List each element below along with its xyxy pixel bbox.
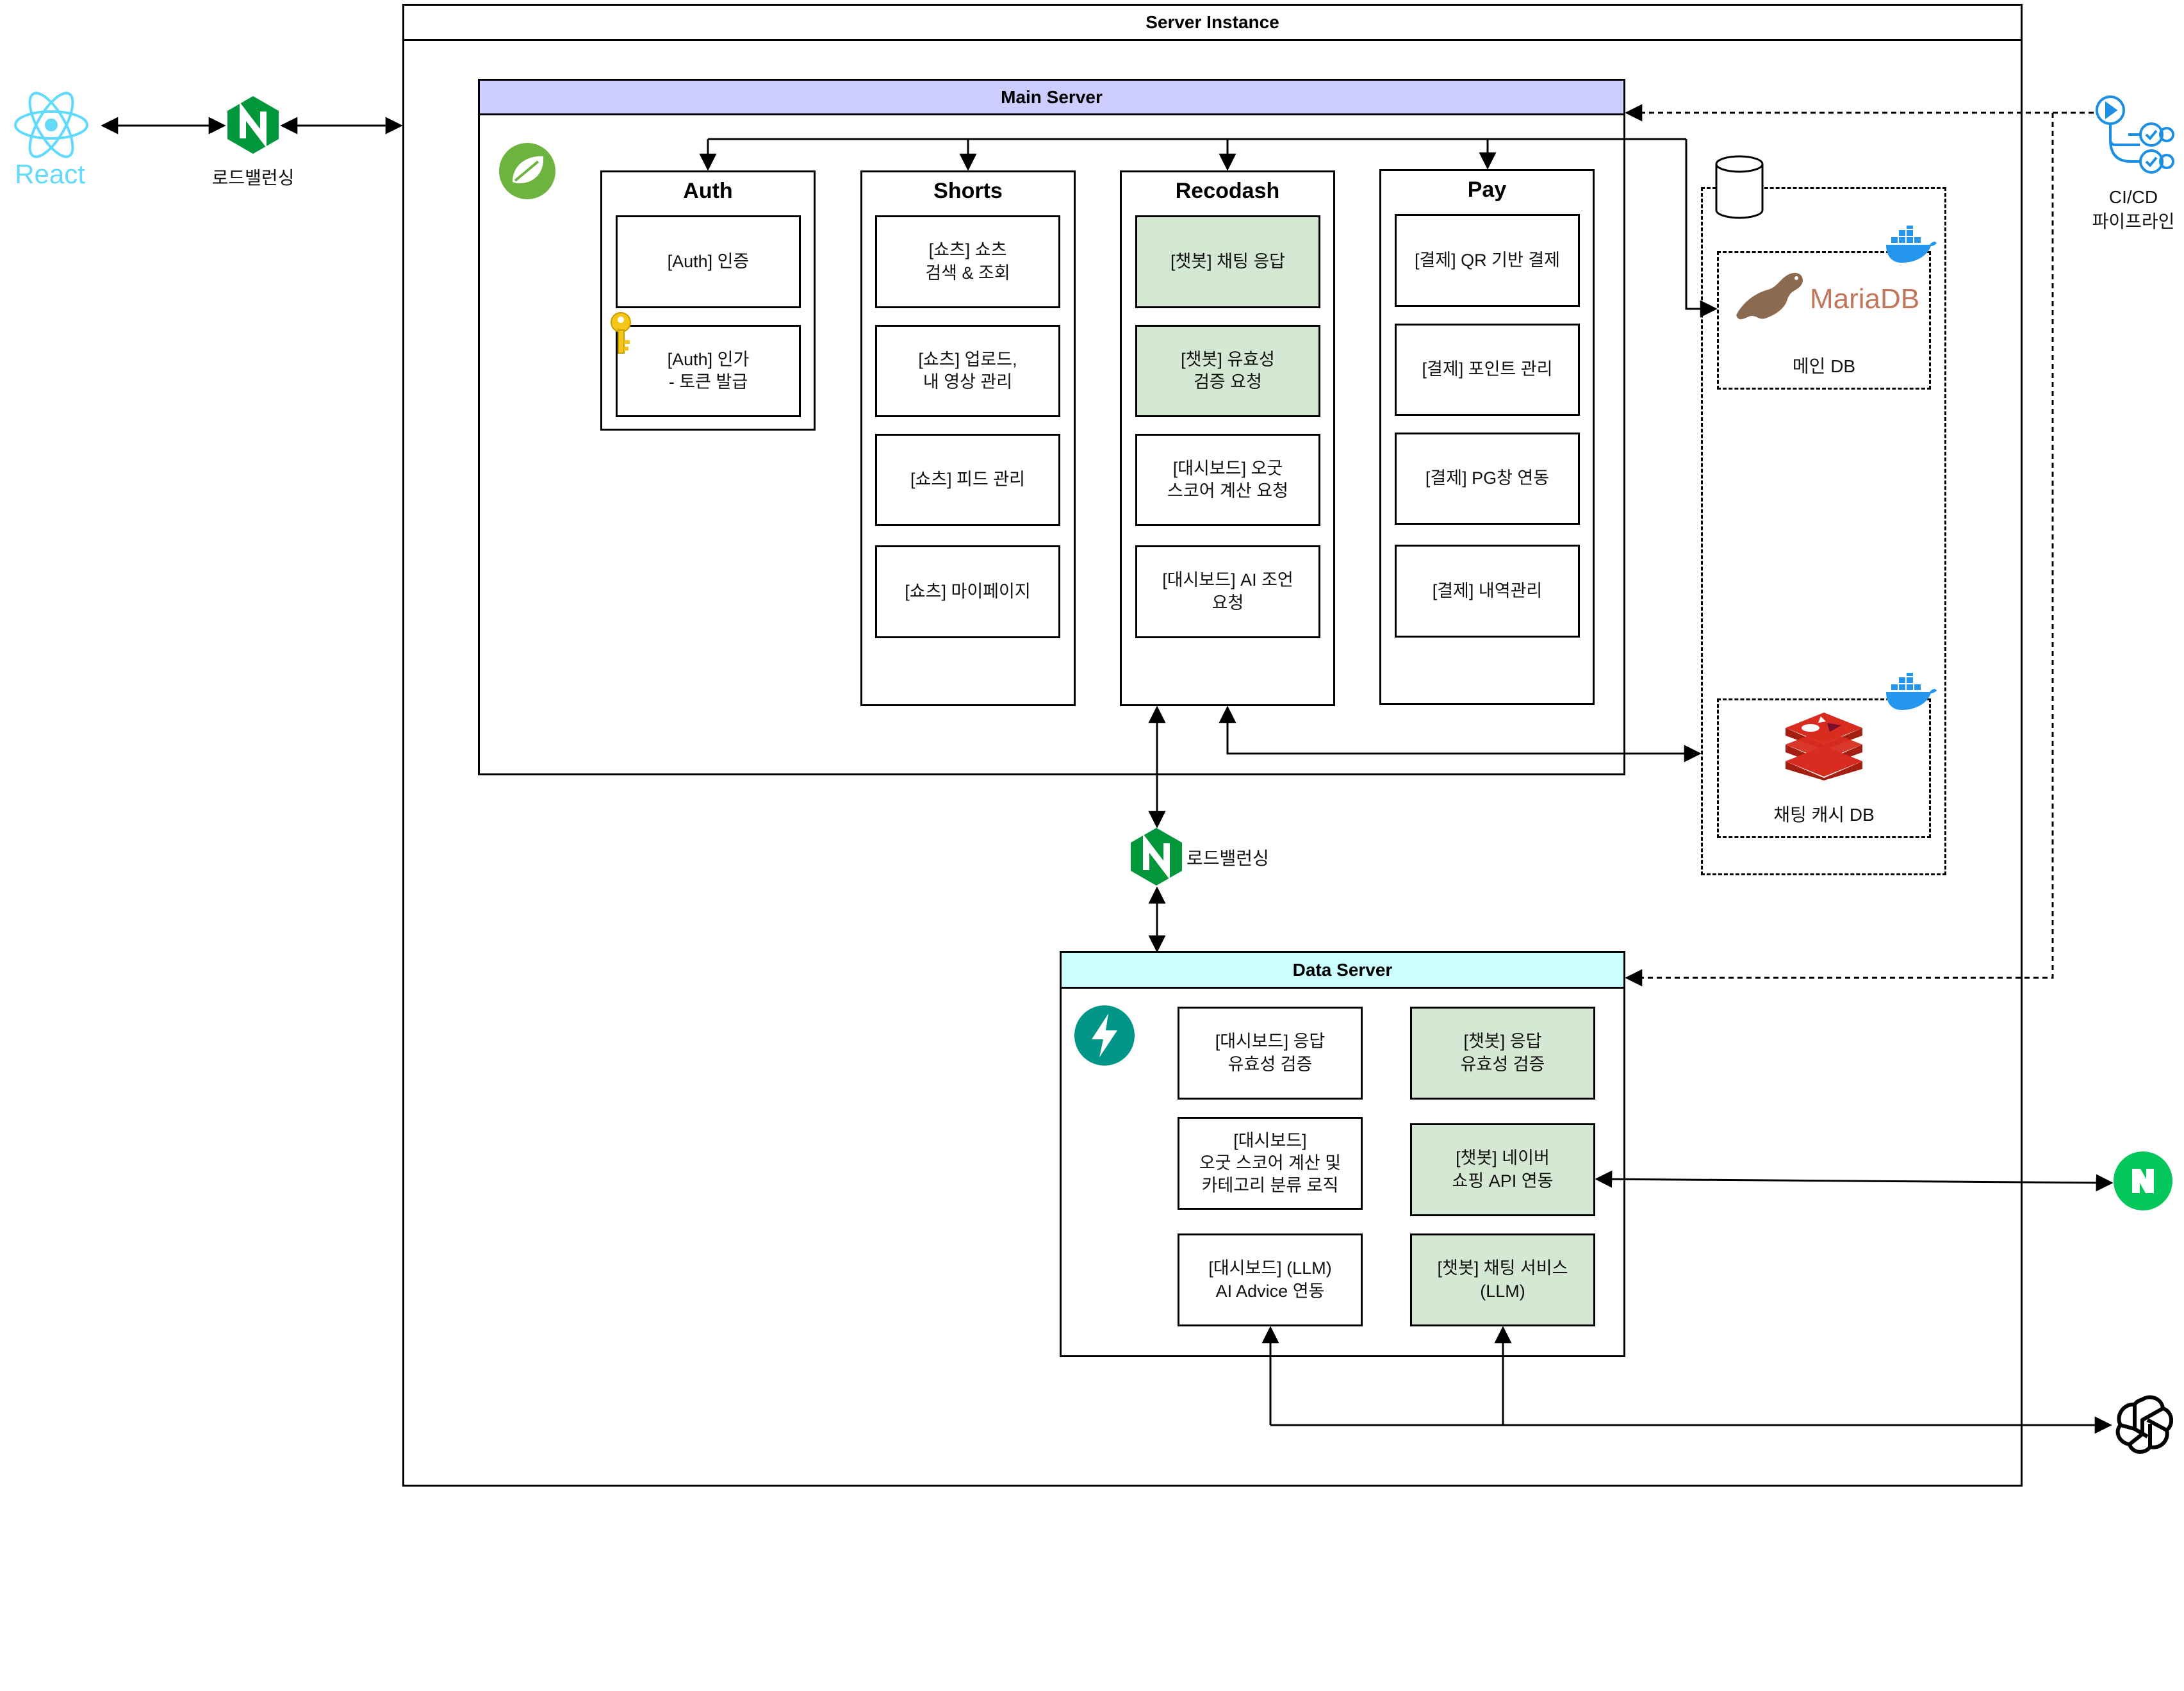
shorts-item-feed: [쇼츠] 피드 관리 (875, 434, 1060, 526)
docker-icon (1885, 223, 1937, 264)
top-lb-label: 로드밸런싱 (211, 168, 295, 188)
openai-icon (2110, 1392, 2174, 1456)
shorts-item-mypage: [쇼츠] 마이페이지 (875, 545, 1060, 638)
key-icon (605, 311, 637, 357)
data-item-score-logic: [대시보드] 오굿 스코어 계산 및 카테고리 분류 로직 (1178, 1117, 1363, 1210)
data-server-title: Data Server (1062, 953, 1623, 989)
pay-item-history: [결제] 내역관리 (1395, 545, 1580, 638)
auth-item-authorization: [Auth] 인가 - 토큰 발급 (616, 325, 801, 417)
middle-lb-label: 로드밸런싱 (1186, 848, 1269, 868)
server-instance-title: Server Instance (404, 6, 2021, 41)
pay-item-qr: [결제] QR 기반 결제 (1395, 214, 1580, 307)
data-item-ai-advice: [대시보드] (LLM) AI Advice 연동 (1178, 1233, 1363, 1326)
data-item-naver-shopping: [챗봇] 네이버 쇼핑 API 연동 (1410, 1123, 1595, 1216)
naver-icon (2113, 1151, 2173, 1211)
react-label: React (15, 159, 85, 189)
main-db-label: 메인 DB (1792, 356, 1856, 376)
cicd-icon (2094, 95, 2174, 176)
mariadb-logo: MariaDB (1730, 264, 1922, 325)
docker-icon (1885, 670, 1937, 711)
nginx-icon (1129, 827, 1184, 887)
auth-column-title: Auth (683, 179, 733, 203)
pay-item-points: [결제] 포인트 관리 (1395, 324, 1580, 416)
recodash-column-title: Recodash (1175, 179, 1280, 203)
recodash-item-validation-request: [챗봇] 유효성 검증 요청 (1135, 325, 1320, 417)
main-server-title: Main Server (480, 81, 1623, 115)
shorts-item-search: [쇼츠] 쇼츠 검색 & 조회 (875, 215, 1060, 308)
spring-icon (498, 142, 556, 200)
recodash-item-score-request: [대시보드] 오굿 스코어 계산 요청 (1135, 434, 1320, 526)
cache-db-label: 채팅 캐시 DB (1773, 805, 1875, 825)
react-icon (12, 90, 91, 160)
shorts-column-title: Shorts (933, 179, 1003, 203)
shorts-item-upload: [쇼츠] 업로드, 내 영상 관리 (875, 325, 1060, 417)
data-item-chat-service: [챗봇] 채팅 서비스 (LLM) (1410, 1233, 1595, 1326)
mariadb-logo-text: MariaDB (1810, 283, 1920, 315)
cicd-label: CI/CD 파이프라인 (2092, 187, 2175, 231)
recodash-item-ai-advice-request: [대시보드] AI 조언 요청 (1135, 545, 1320, 638)
pay-item-pg: [결제] PG창 연동 (1395, 433, 1580, 525)
pay-column-title: Pay (1467, 177, 1507, 202)
nginx-icon (226, 95, 281, 155)
redis-icon (1782, 711, 1866, 782)
data-item-dashboard-validation: [대시보드] 응답 유효성 검증 (1178, 1007, 1363, 1100)
auth-item-authentication: [Auth] 인증 (616, 215, 801, 308)
database-icon (1714, 155, 1764, 219)
recodash-item-chat-response: [챗봇] 채팅 응답 (1135, 215, 1320, 308)
fastapi-icon (1074, 1005, 1135, 1066)
data-item-chatbot-validation: [챗봇] 응답 유효성 검증 (1410, 1007, 1595, 1100)
